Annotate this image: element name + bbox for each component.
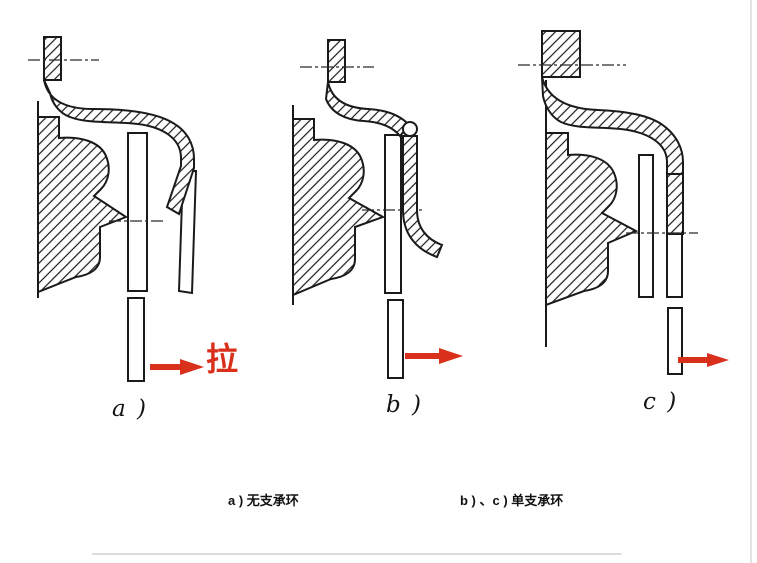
pulled-strip	[127, 297, 145, 382]
panel-label-c: c )	[643, 389, 679, 415]
swan-neck-arm	[324, 81, 411, 138]
caption-no-support-ring: a ) 无支承环	[228, 493, 299, 508]
page-fold-line	[92, 553, 622, 555]
top-flange-bar	[43, 36, 62, 81]
support-ring-strip	[402, 135, 444, 259]
die-section-drawing-c	[518, 30, 698, 375]
top-flange-bar	[327, 39, 346, 83]
caption-single-support-ring: b ) 、c ) 单支承环	[460, 493, 564, 508]
pull-arrow-icon	[150, 359, 204, 375]
die-section-drawing-b	[292, 39, 444, 379]
panel-label-a: a )	[112, 396, 148, 422]
die-block	[545, 132, 639, 307]
corner-radius-roller	[402, 121, 418, 137]
die-block	[292, 118, 386, 297]
swan-neck-arm	[43, 79, 195, 216]
pull-arrow-icon	[405, 348, 463, 364]
die-section-drawing-a	[28, 36, 198, 382]
pulled-strip	[387, 299, 404, 379]
panel-label-b: b )	[386, 392, 424, 418]
top-flange-bar	[541, 30, 581, 78]
blank-strip	[384, 134, 402, 294]
die-wall-strip	[666, 233, 683, 298]
pull-arrow-icon	[678, 353, 729, 367]
die-block	[37, 116, 129, 294]
blank-strip	[127, 132, 148, 292]
page-edge-shadow	[750, 0, 752, 563]
swan-neck-arm	[541, 76, 684, 175]
pull-direction-label: 拉	[206, 340, 239, 378]
support-ring-strip	[666, 173, 684, 235]
blank-strip	[638, 154, 654, 298]
